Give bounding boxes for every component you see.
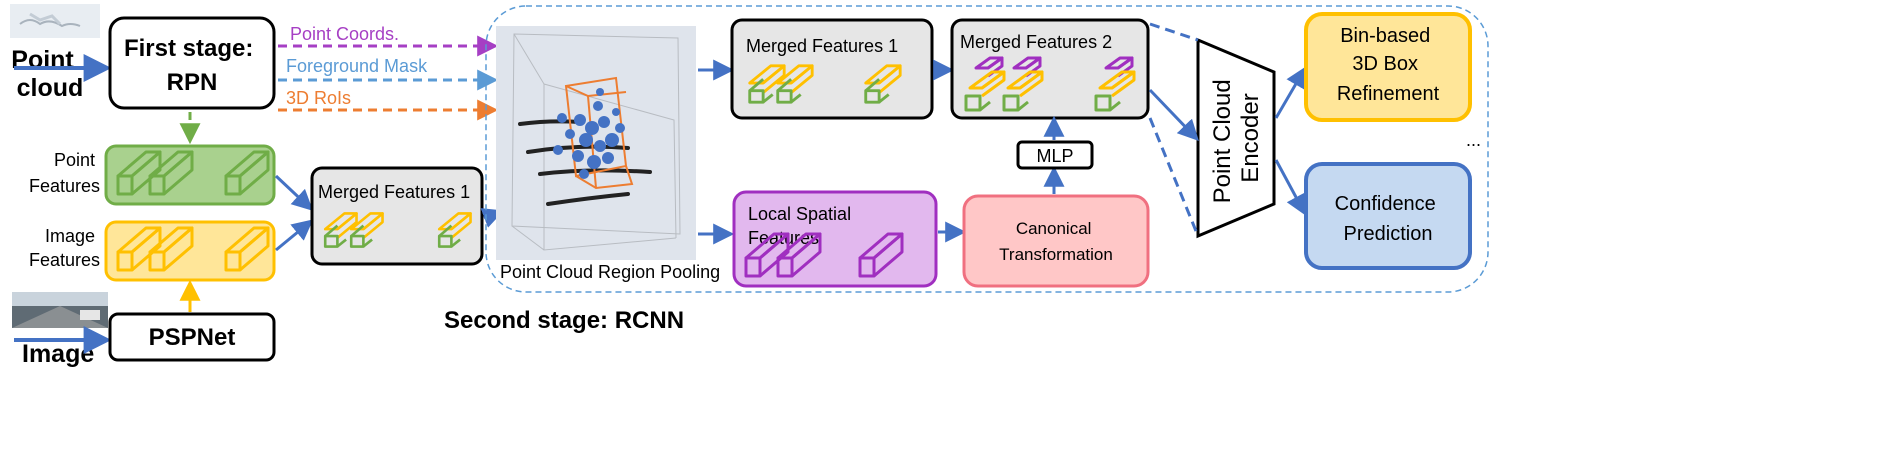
image-features-label: Image Features [29,226,100,270]
pspnet-label: PSPNet [149,324,236,351]
region-pooling-visualization [496,26,696,260]
rpn-label: First stage: RPN [124,35,260,96]
local-spatial-features-box [732,190,938,288]
encoder-to-confidence-arrow [1274,159,1306,216]
foreground-mask-label: Foreground Mask [286,56,428,76]
merged-features-1-left-label: Merged Features 1 [318,182,470,202]
pspnet-box [108,312,276,362]
box-refinement-label: Bin-based 3D Box Refinement [1337,25,1440,105]
point-cloud-encoder [1196,37,1276,239]
street-image-thumbnail [12,292,108,328]
second-stage-title: Second stage: RCNN [444,307,684,334]
mlp-label: MLP [1036,146,1073,166]
rpn-box [108,16,276,110]
point-features-label: Point Features [29,150,100,196]
point-cloud-encoder-label: Point Cloud Encoder [1209,73,1264,204]
ellipsis: ... [1466,130,1481,150]
point-coords-label: Point Coords. [290,24,399,44]
mlp-box [1016,140,1094,170]
rois-label: 3D RoIs [286,88,351,108]
merged-features-1-right-label: Merged Features 1 [746,36,898,56]
encoder-to-refinement-arrow [1274,66,1307,119]
point-features-to-merge-arrow [274,174,314,211]
region-pooling-label: Point Cloud Region Pooling [500,262,720,282]
canonical-transformation-box [962,194,1150,288]
merged-2-to-encoder-dash-bottom [1148,117,1200,237]
merged-features-1-right-box [730,18,934,120]
second-stage-container [485,5,1489,293]
confidence-prediction-head [1304,162,1472,270]
merged-2-to-encoder-dash-top [1149,22,1199,42]
merged-2-to-encoder-arrow [1148,88,1199,142]
canonical-transformation-label: Canonical Transformation [999,219,1113,264]
confidence-prediction-label: Confidence Prediction [1335,193,1442,245]
box-refinement-head [1304,12,1472,122]
point-cloud-label: Point cloud [11,46,83,102]
image-label: Image [22,340,94,368]
point-cloud-thumbnail [10,4,100,38]
image-features-to-merge-arrow [275,219,314,252]
merged-features-2-label: Merged Features 2 [960,32,1112,52]
